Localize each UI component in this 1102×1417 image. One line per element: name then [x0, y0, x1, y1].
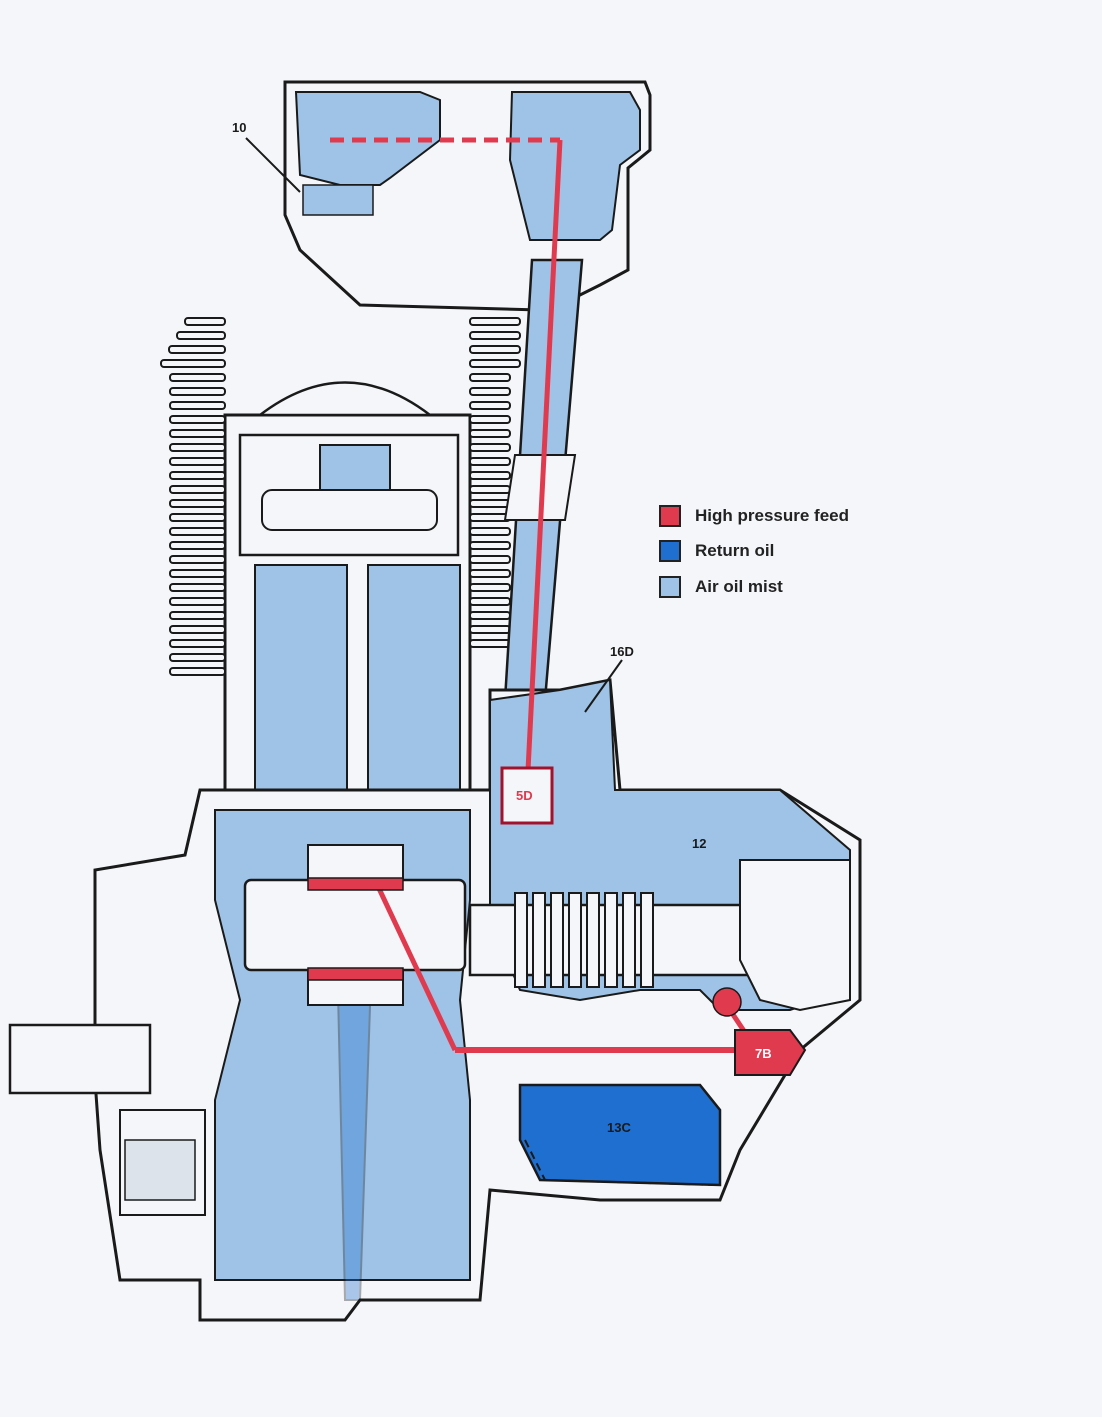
cooling-fin [169, 471, 226, 480]
cooling-fin [469, 611, 511, 620]
cooling-fin [169, 611, 226, 620]
cooling-fin [169, 667, 226, 676]
cooling-fin [169, 443, 226, 452]
cooling-fin [469, 569, 511, 578]
cooling-fin [169, 429, 226, 438]
cooling-fin [169, 401, 226, 410]
cooling-fin [469, 331, 521, 340]
cooling-fin [169, 499, 226, 508]
legend-swatch [659, 505, 681, 527]
rocker-box [283, 80, 652, 312]
legend-item-air-oil-mist: Air oil mist [659, 576, 783, 598]
cooling-fin [469, 471, 511, 480]
cooling-fin [469, 639, 511, 648]
cooling-fin [169, 555, 226, 564]
cooling-fin [469, 499, 511, 508]
callout-10: 10 [232, 120, 246, 135]
callout-7b: 7B [755, 1046, 772, 1061]
cooling-fin [168, 345, 226, 354]
cooling-fin [169, 625, 226, 634]
piston [238, 433, 461, 801]
cooling-fin [469, 317, 521, 326]
cooling-fin [469, 541, 511, 550]
oil-sump [518, 1083, 722, 1187]
gear-tooth [640, 892, 654, 988]
callout-13c: 13C [607, 1120, 631, 1135]
gear-tooth [568, 892, 582, 988]
callout-12: 12 [692, 836, 706, 851]
gear-tooth [514, 892, 528, 988]
gear-tooth [586, 892, 600, 988]
legend-swatch [659, 576, 681, 598]
cooling-fin [469, 415, 511, 424]
cooling-fin [169, 387, 226, 396]
callout-leaders [245, 137, 623, 713]
cooling-fin [176, 331, 226, 340]
legend-item-high-pressure: High pressure feed [659, 505, 849, 527]
cooling-fin [169, 639, 226, 648]
cooling-fin [169, 597, 226, 606]
gear-tooth [550, 892, 564, 988]
cooling-fin [160, 359, 226, 368]
cooling-fin [169, 513, 226, 522]
callout-16d: 16D [610, 644, 634, 659]
cooling-fin [469, 387, 511, 396]
cooling-fin [469, 359, 521, 368]
cooling-fin [169, 457, 226, 466]
cooling-fin [469, 527, 511, 536]
gear-tooth [622, 892, 636, 988]
legend-label: High pressure feed [695, 506, 849, 525]
legend-item-return-oil: Return oil [659, 540, 774, 562]
cooling-fin [469, 401, 511, 410]
cooling-fin [169, 485, 226, 494]
gear-tooth [532, 892, 546, 988]
cooling-fin [469, 485, 511, 494]
cooling-fin [169, 583, 226, 592]
cooling-fin [469, 345, 521, 354]
cooling-fin [169, 527, 226, 536]
relief-valve-7b [734, 1029, 807, 1076]
oil-filter-5d [500, 766, 554, 825]
legend-swatch [659, 540, 681, 562]
cooling-fin [469, 373, 511, 382]
high-pressure-feed-lines [330, 137, 753, 1053]
cooling-fin [469, 625, 511, 634]
cooling-fin [169, 653, 226, 662]
cooling-fin [184, 317, 226, 326]
legend-label: Return oil [695, 541, 775, 560]
cooling-fin [469, 597, 511, 606]
feed-bearings [307, 877, 742, 1017]
callout-5d: 5D [516, 788, 533, 803]
cooling-fin [169, 373, 226, 382]
cooling-fin [169, 415, 226, 424]
cooling-fin [169, 569, 226, 578]
cooling-fin [169, 541, 226, 550]
cooling-fin [469, 583, 511, 592]
gear-tooth [604, 892, 618, 988]
legend-label: Air oil mist [695, 577, 783, 596]
cooling-fin [469, 429, 511, 438]
cooling-fin [469, 555, 511, 564]
cooling-fin [469, 457, 511, 466]
cooling-fin [469, 443, 511, 452]
